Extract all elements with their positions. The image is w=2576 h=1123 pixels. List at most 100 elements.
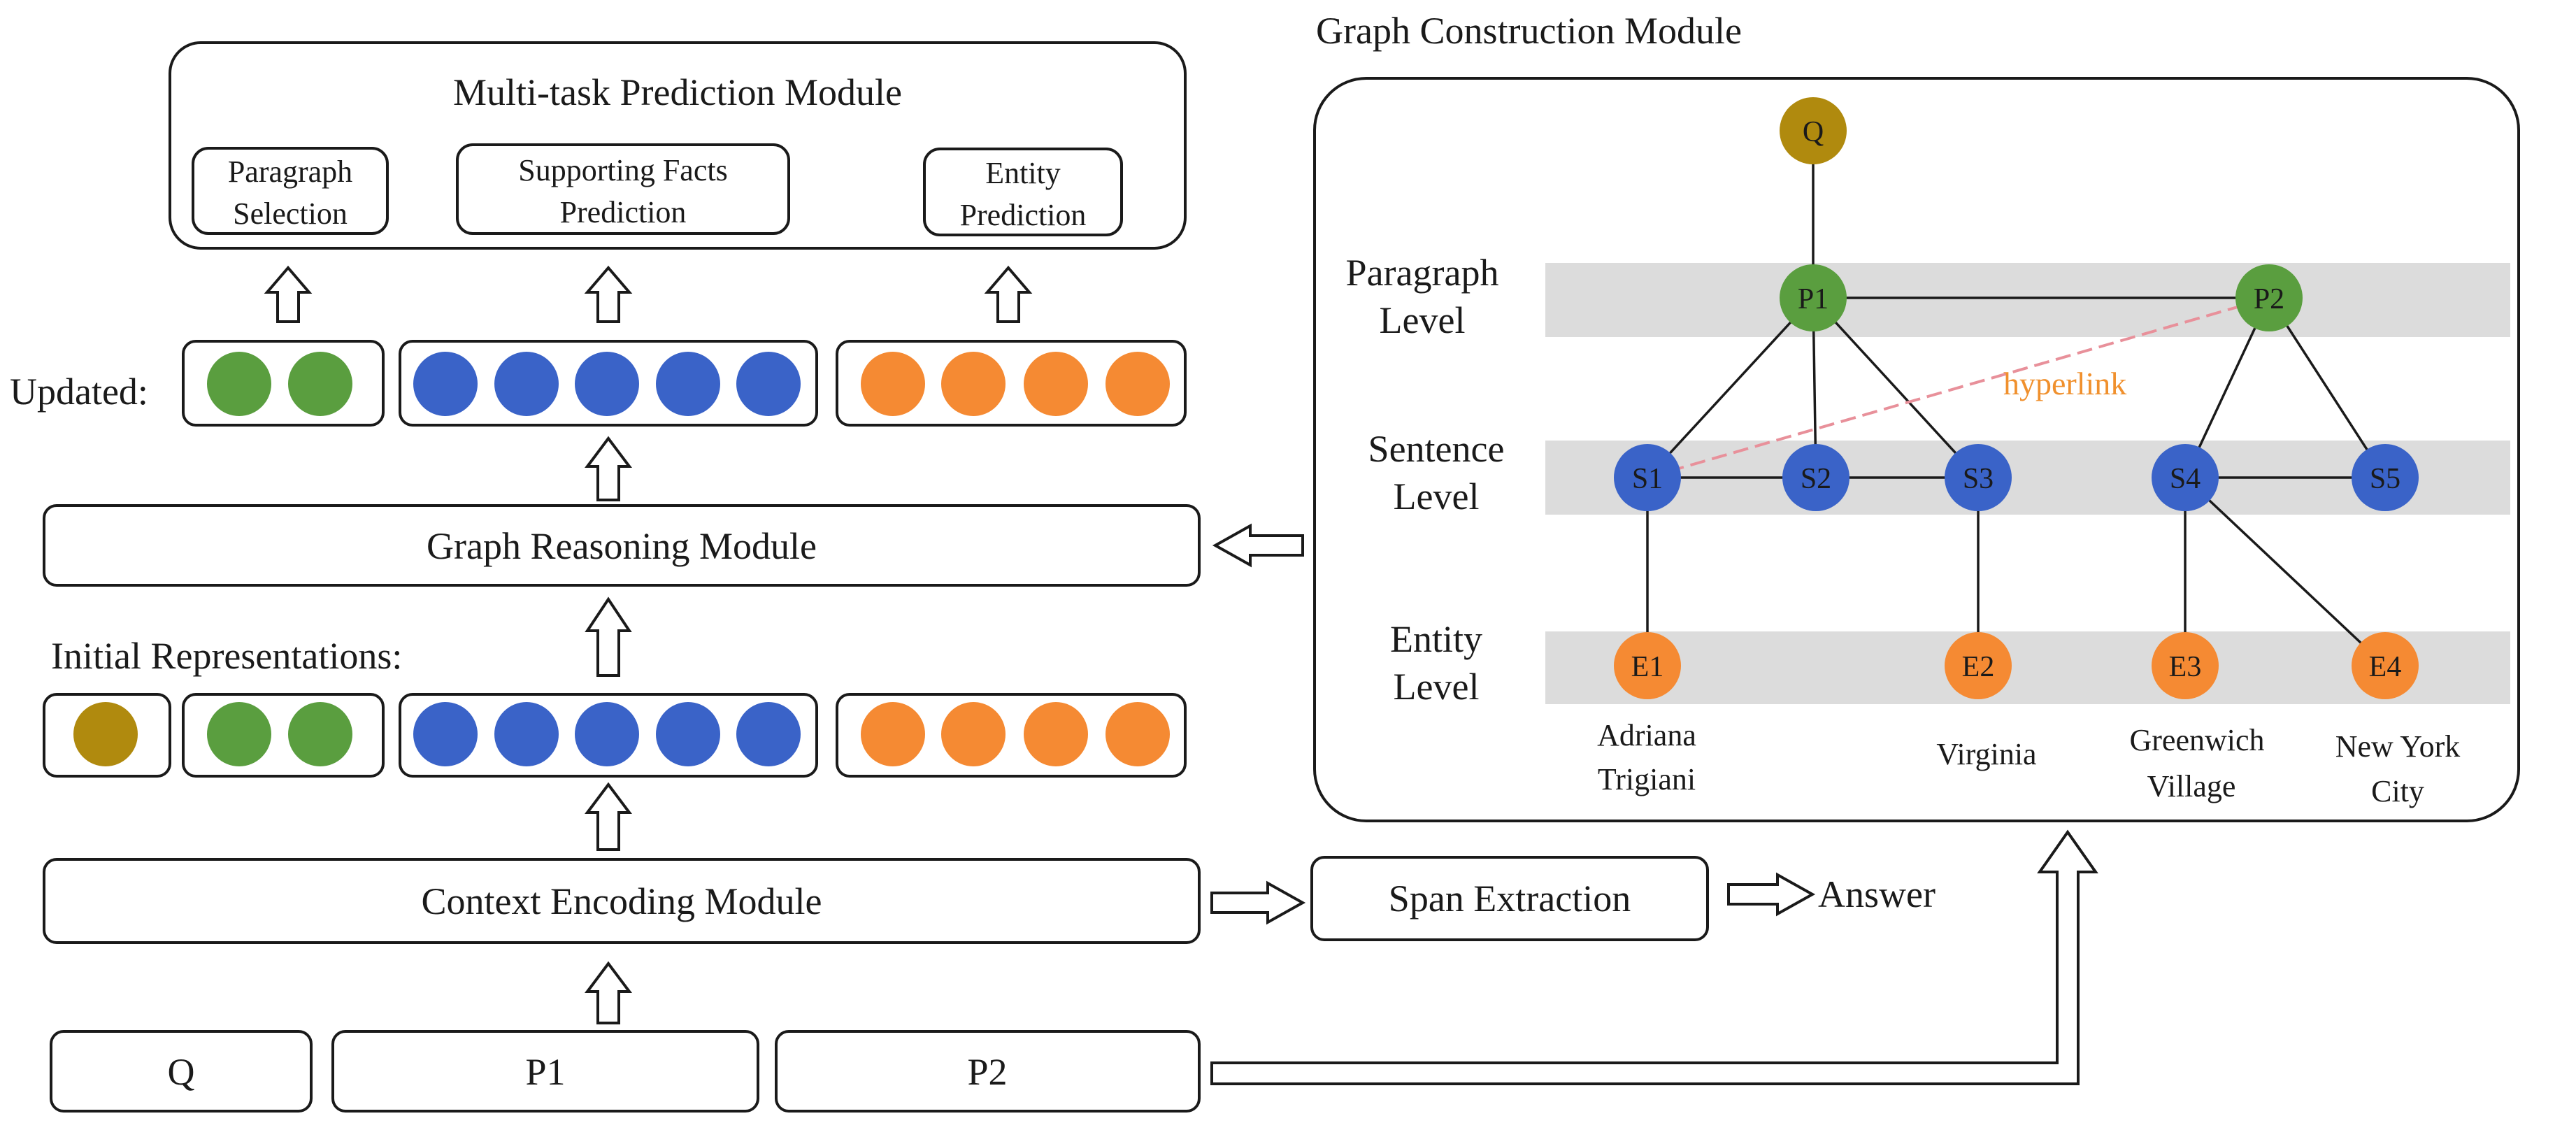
- entity-name-e1-line1: Adriana: [1597, 718, 1696, 752]
- entity-name-e4-line1: New York: [2335, 729, 2460, 764]
- context-encoding-module-title: Context Encoding Module: [422, 880, 822, 922]
- edge-p2-s5: [2268, 297, 2387, 478]
- updated-entity-node: [1105, 352, 1170, 416]
- supporting-facts-line1: Supporting Facts: [518, 153, 727, 187]
- entity-level-label-line2: Level: [1394, 666, 1480, 708]
- graph-node-s4: [2152, 444, 2219, 511]
- arrow-up-to-updated: [585, 436, 632, 501]
- span-extraction-title: Span Extraction: [1389, 878, 1631, 920]
- hyperlink-edge-s1-p2: [1647, 296, 2270, 479]
- initial-paragraph-node: [207, 702, 271, 766]
- updated-sentence-node: [736, 352, 801, 416]
- initial-sentence-node: [656, 702, 720, 766]
- input-p1-label: P1: [525, 1051, 565, 1093]
- initial-question-node: [73, 702, 138, 766]
- arrow-up-paragraph-selection: [264, 265, 313, 323]
- entity-level-label-line1: Entity: [1390, 618, 1482, 660]
- initial-paragraph-node: [288, 702, 352, 766]
- graph-node-e4: [2352, 632, 2419, 699]
- supporting-facts-box: [456, 143, 790, 235]
- input-p2-label: P2: [967, 1051, 1007, 1093]
- graph-reasoning-module-box: [43, 504, 1201, 587]
- graph-node-s2-label: S2: [1801, 463, 1831, 495]
- graph-node-s4-label: S4: [2170, 463, 2201, 495]
- edge-p1-s1: [1646, 296, 1815, 479]
- context-encoding-module-box: [43, 858, 1201, 944]
- graph-node-s3-label: S3: [1963, 463, 1994, 495]
- entity-name-e3-line1: Greenwich: [2129, 723, 2264, 757]
- updated-representations: [182, 340, 1187, 427]
- supporting-facts-line2: Prediction: [560, 195, 687, 229]
- graph-node-e4-label: E4: [2369, 651, 2402, 683]
- graph-node-q: [1780, 97, 1847, 164]
- updated-sentence-node: [656, 352, 720, 416]
- arrow-right-to-span-extraction: [1210, 880, 1306, 925]
- paragraph-selection-line2: Selection: [233, 196, 348, 231]
- entity-prediction-box: [923, 148, 1123, 236]
- updated-paragraph-node: [207, 352, 271, 416]
- initial-representations-label: Initial Representations:: [51, 635, 402, 677]
- updated-entity-node: [1024, 352, 1088, 416]
- paragraph-level-label-line2: Level: [1380, 299, 1466, 341]
- sentence-level-label-line2: Level: [1394, 475, 1480, 517]
- initial-entity-node: [941, 702, 1006, 766]
- updated-sentence-node: [413, 352, 478, 416]
- initial-representations: [43, 693, 1187, 778]
- paragraph-level-label-line1: Paragraph: [1346, 252, 1499, 294]
- graph-node-e1: [1614, 632, 1681, 699]
- span-extraction-box: [1310, 856, 1709, 941]
- initial-entity-group: [836, 693, 1187, 778]
- graph-node-s5: [2352, 444, 2419, 511]
- edge-s4-e4: [2184, 476, 2387, 667]
- entity-name-e2-line1: Virginia: [1936, 737, 2036, 771]
- graph-node-s1-label: S1: [1632, 463, 1663, 495]
- graph-node-s3: [1945, 444, 2012, 511]
- graph-construction-title: Graph Construction Module: [1316, 10, 1742, 52]
- arrow-up-supporting-facts: [584, 265, 633, 323]
- updated-sentence-node: [575, 352, 639, 416]
- input-p2-box: [775, 1030, 1201, 1113]
- updated-paragraph-node: [288, 352, 352, 416]
- arrow-up-entity-prediction: [984, 265, 1033, 323]
- input-p1-box: [331, 1030, 759, 1113]
- updated-entity-node: [941, 352, 1006, 416]
- arrow-inputs-to-graph-construction: [1210, 829, 2098, 1085]
- initial-sentence-node: [575, 702, 639, 766]
- graph-node-e1-label: E1: [1631, 651, 1664, 683]
- updated-sentence-node: [494, 352, 559, 416]
- graph-node-q-label: Q: [1803, 116, 1824, 148]
- paragraph-level-band: [1545, 263, 2510, 337]
- entity-name-e1-line2: Trigiani: [1598, 762, 1696, 796]
- initial-entity-node: [1105, 702, 1170, 766]
- graph-node-p2-label: P2: [2254, 283, 2284, 315]
- arrow-up-to-graph-reasoning: [585, 596, 632, 677]
- paragraph-selection-line1: Paragraph: [228, 155, 352, 189]
- entity-level-band: [1545, 631, 2510, 704]
- updated-label: Updated:: [10, 371, 148, 413]
- multitask-prediction-module: Multi-task Prediction Module Paragraph S…: [169, 41, 1187, 250]
- multitask-module-title: Multi-task Prediction Module: [453, 71, 902, 113]
- graph-node-p1-label: P1: [1798, 283, 1829, 315]
- graph-node-e3: [2152, 632, 2219, 699]
- edge-p1-s3: [1812, 296, 1980, 479]
- initial-sentence-node: [413, 702, 478, 766]
- input-q-box: [50, 1030, 313, 1113]
- graph-node-s5-label: S5: [2370, 463, 2400, 495]
- arrow-up-to-initial: [585, 782, 632, 851]
- updated-entity-node: [861, 352, 925, 416]
- arrow-up-to-context-encoding: [585, 961, 632, 1024]
- entity-prediction-line2: Prediction: [960, 198, 1087, 232]
- paragraph-selection-box: [192, 147, 389, 235]
- graph-node-p1: [1780, 264, 1847, 331]
- hyperlink-label: hyperlink: [2003, 366, 2126, 401]
- input-q-label: Q: [168, 1051, 195, 1093]
- sentence-level-label-line1: Sentence: [1368, 428, 1505, 470]
- initial-sentence-node: [736, 702, 801, 766]
- updated-entity-group: [836, 340, 1187, 427]
- answer-label: Answer: [1818, 873, 1935, 915]
- graph-node-p2: [2235, 264, 2303, 331]
- graph-node-s1: [1614, 444, 1681, 511]
- initial-sentence-node: [494, 702, 559, 766]
- graph-nodes: Q P1 P2 S1 S2 S3 S4 S5 E1 E2 E3 E4: [1614, 97, 2419, 699]
